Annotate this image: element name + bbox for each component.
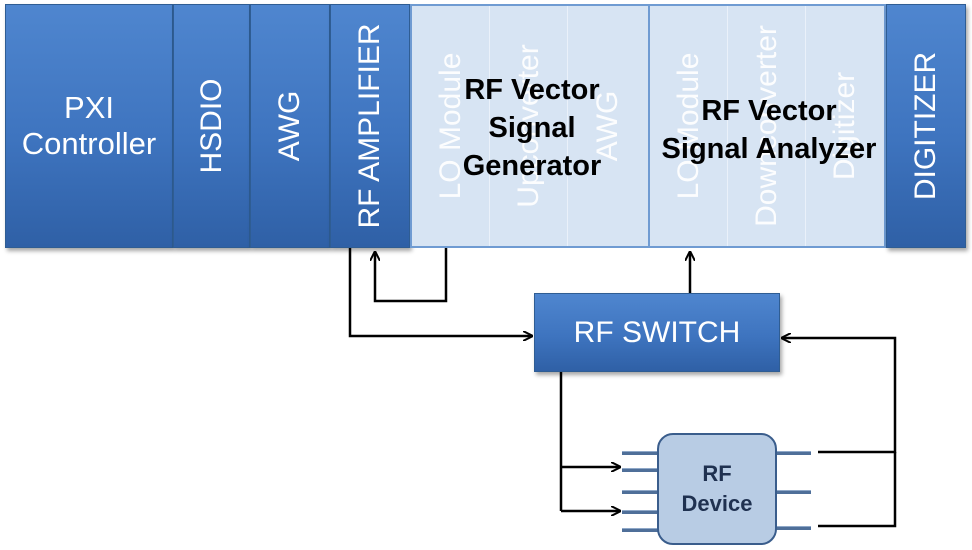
device-pin-right-1 xyxy=(775,451,811,455)
rf-device-label-line-1: RF xyxy=(702,461,732,486)
wire-amplifier-to-switch xyxy=(348,248,532,336)
device-pin-left-2 xyxy=(622,468,658,472)
device-pin-left-1 xyxy=(622,451,658,455)
vsg-panel: LO Module Upconverter AWG RF Vector Sign… xyxy=(410,4,650,248)
device-pin-right-2 xyxy=(775,490,811,494)
vsa-column-lo: LO Module xyxy=(650,6,728,246)
vsg-title-line-3: Generator xyxy=(462,150,602,182)
device-pin-right-3 xyxy=(775,526,811,530)
wire-device-lower-return xyxy=(818,452,897,528)
digitizer-block: DIGITIZER xyxy=(886,4,966,248)
vsg-column-lo: LO Module xyxy=(412,6,490,246)
pxi-controller-label-line-1: PXI xyxy=(64,90,114,125)
vsa-title-line-1: RF Vector xyxy=(701,95,837,127)
wire-vsg-to-amplifier xyxy=(375,248,448,303)
rf-switch-label: RF SWITCH xyxy=(573,315,741,349)
awg-block: AWG xyxy=(250,4,330,248)
vsg-title: RF Vector Signal Generator xyxy=(412,71,652,185)
device-pin-left-4 xyxy=(622,510,658,514)
rf-switch-block: RF SWITCH xyxy=(534,293,780,372)
rf-device-label-line-2: Device xyxy=(681,491,753,516)
wire-device-to-switch xyxy=(782,338,897,454)
pxi-controller-label: PXI Controller xyxy=(6,5,172,247)
rf-amplifier-block: RF AMPLIFIER xyxy=(330,4,410,248)
rf-device: RF Device xyxy=(657,433,777,545)
vsg-title-line-1: RF Vector xyxy=(464,74,600,106)
vsa-title: RF Vector Signal Analyzer xyxy=(650,92,888,168)
vsa-panel: LO Module Downconverter Digitizer RF Vec… xyxy=(648,4,886,248)
vsa-title-line-2: Signal Analyzer xyxy=(661,133,877,165)
hsdio-block: HSDIO xyxy=(173,4,250,248)
pxi-controller-label-line-2: Controller xyxy=(21,126,157,161)
device-pin-left-5 xyxy=(622,528,658,532)
device-pin-left-3 xyxy=(622,490,658,494)
vsg-title-line-2: Signal xyxy=(488,112,576,144)
vsa-column-downconverter: Downconverter xyxy=(728,6,806,246)
pxi-controller-block: PXI Controller xyxy=(5,4,173,248)
vsg-column-upconverter: Upconverter xyxy=(490,6,568,246)
